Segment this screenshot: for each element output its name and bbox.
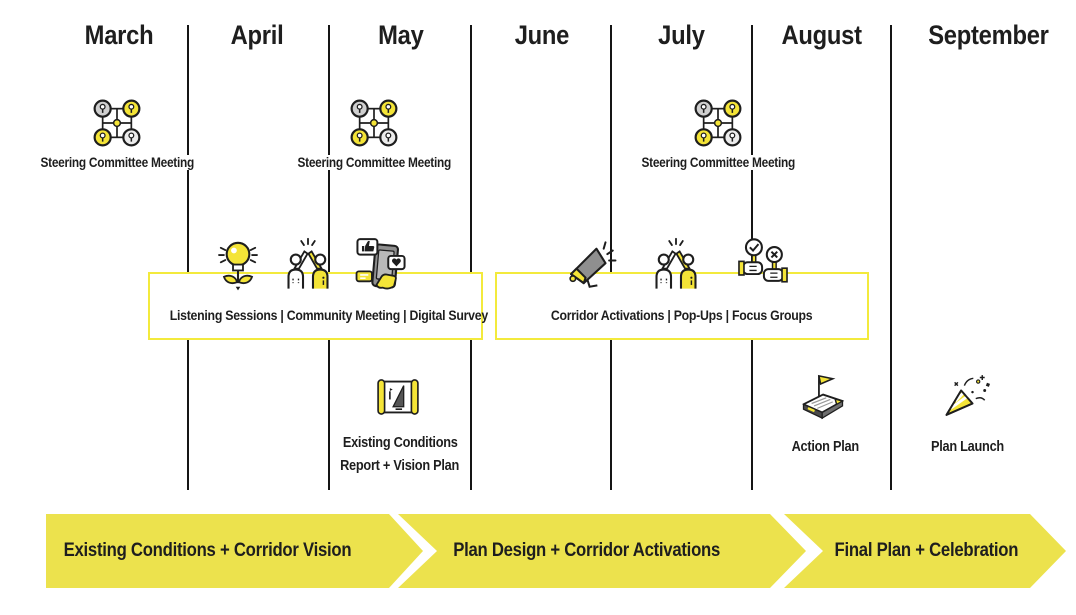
- focus-group-paddles-icon: [734, 236, 792, 294]
- lightbulb-plant-icon: [209, 236, 267, 294]
- digital-survey-icon: [352, 236, 410, 294]
- phase-arrow-final-plan: Final Plan + Celebration: [784, 514, 1066, 588]
- month-label-may: May: [377, 20, 424, 50]
- steering-committee-label: Steering Committee Meeting: [618, 155, 818, 170]
- steering-committee-label: Steering Committee Meeting: [17, 155, 217, 170]
- month-label-july: July: [658, 20, 705, 50]
- month-label-march: March: [85, 20, 154, 50]
- report-vision-plan-label: Existing Conditions Report + Vision Plan: [310, 432, 490, 478]
- month-label-august: August: [781, 20, 862, 50]
- steering-committee-label: Steering Committee Meeting: [274, 155, 474, 170]
- action-plan-notebook-icon: [797, 371, 849, 423]
- action-plan-label: Action Plan: [745, 436, 905, 459]
- megaphone-icon: [562, 236, 620, 294]
- month-label-june: June: [514, 20, 569, 50]
- month-divider-line: [187, 25, 189, 490]
- month-divider-line: [610, 25, 612, 490]
- party-popper-icon: [940, 371, 992, 423]
- steering-committee-icon: [347, 96, 401, 150]
- phase-arrow-existing-conditions: Existing Conditions + Corridor Vision: [46, 514, 423, 588]
- blueprint-scroll-icon: [372, 371, 424, 423]
- month-divider-line: [470, 25, 472, 490]
- high-five-icon: [647, 236, 705, 294]
- phase-arrow-plan-design: Plan Design + Corridor Activations: [398, 514, 806, 588]
- month-divider-line: [328, 25, 330, 490]
- month-divider-line: [890, 25, 892, 490]
- engagement-box-activations-label: Corridor Activations | Pop-Ups | Focus G…: [551, 307, 813, 323]
- high-five-icon: [279, 236, 337, 294]
- month-label-september: September: [927, 20, 1049, 50]
- steering-committee-icon: [691, 96, 745, 150]
- plan-launch-label: Plan Launch: [887, 436, 1047, 459]
- steering-committee-icon: [90, 96, 144, 150]
- month-label-april: April: [231, 20, 284, 50]
- engagement-box-listening-label: Listening Sessions | Community Meeting |…: [169, 307, 488, 323]
